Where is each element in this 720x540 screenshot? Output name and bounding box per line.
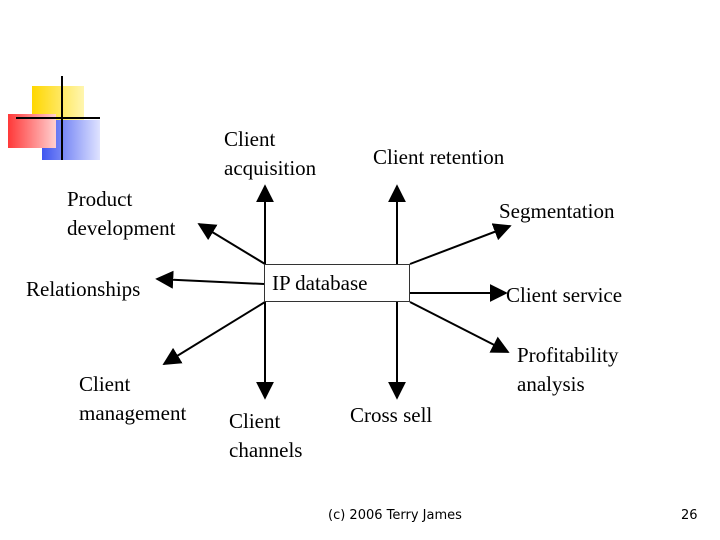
node-client-management: Client management	[79, 372, 187, 425]
node-relationships: Relationships	[26, 277, 141, 301]
node-profitability-analysis: Profitability analysis	[517, 343, 619, 396]
node-client-acquisition: Client acquisition	[224, 127, 317, 180]
node-product-development: Product development	[67, 187, 176, 240]
arrow-product-development	[197, 223, 266, 265]
node-cross-sell: Cross sell	[350, 403, 433, 427]
decorative-logo	[8, 76, 100, 160]
node-client-service: Client service	[506, 283, 623, 307]
logo-red-square	[8, 114, 56, 148]
node-client-channels: Client channels	[229, 409, 303, 462]
arrow-segmentation	[409, 223, 512, 265]
center-node-ip-database: IP database	[264, 264, 410, 302]
page-number: 26	[681, 508, 698, 523]
footer-copyright: (c) 2006 Terry James	[328, 508, 462, 523]
arrow-client-management	[162, 301, 266, 365]
arrow-profitability-analysis	[409, 301, 510, 353]
node-segmentation: Segmentation	[499, 199, 615, 223]
node-client-retention: Client retention	[373, 145, 505, 169]
arrow-relationships	[155, 270, 265, 289]
